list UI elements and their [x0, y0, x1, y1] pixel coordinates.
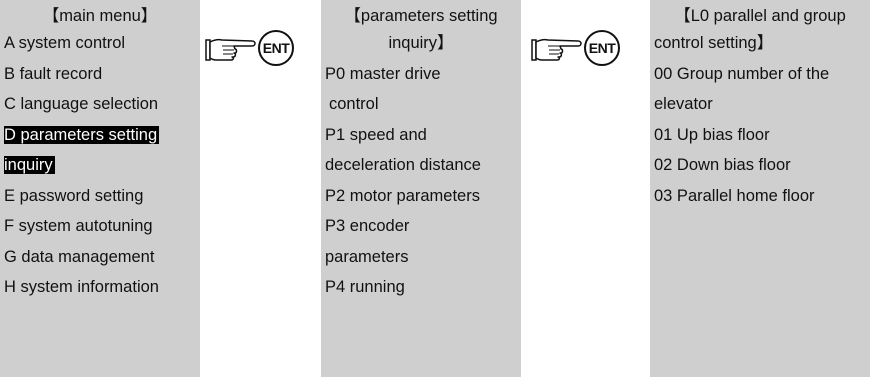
group-item-02[interactable]: 02 Down bias floor [654, 156, 791, 174]
param-item-p1[interactable]: P1 speed and [325, 126, 427, 144]
menu-item-fault-record[interactable]: B fault record [4, 65, 103, 83]
param-item-p3-cont[interactable]: parameters [325, 248, 409, 266]
group-control-title-line2: control setting】 [654, 34, 774, 52]
param-item-p0[interactable]: P0 master drive [325, 65, 441, 83]
parameters-title-line1: 【parameters setting [344, 7, 498, 25]
group-item-00-cont[interactable]: elevator [654, 95, 713, 113]
ent-key-icon: ENT [258, 30, 294, 66]
main-menu-title: 【main menu】 [42, 7, 158, 25]
menu-item-parameters-setting-line1: D parameters setting [4, 126, 160, 144]
group-control-title-line1: 【L0 parallel and group [674, 7, 846, 25]
menu-item-parameters-inquiry[interactable]: inquiry [4, 152, 55, 178]
param-item-p4[interactable]: P4 running [325, 278, 405, 296]
menu-item-system-autotuning[interactable]: F system autotuning [4, 217, 153, 235]
parameters-title-line2: inquiry】 [388, 34, 454, 52]
pointing-hand-icon [205, 38, 256, 61]
menu-item-language-selection[interactable]: C language selection [4, 95, 159, 113]
menu-item-password-setting[interactable]: E password setting [4, 187, 144, 205]
menu-item-parameters-setting-line2: inquiry [4, 156, 55, 174]
parameters-panel: 【parameters setting inquiry】 P0 master d… [321, 0, 521, 377]
param-item-p2[interactable]: P2 motor parameters [325, 187, 480, 205]
menu-item-system-information[interactable]: H system information [4, 278, 159, 296]
group-item-00[interactable]: 00 Group number of the [654, 65, 830, 83]
group-item-01[interactable]: 01 Up bias floor [654, 126, 770, 144]
param-item-p3[interactable]: P3 encoder [325, 217, 410, 235]
menu-item-parameters-setting[interactable]: D parameters setting [4, 122, 160, 148]
pointing-hand-icon [531, 38, 582, 61]
group-control-panel: 【L0 parallel and group control setting】 … [650, 0, 870, 377]
group-item-03[interactable]: 03 Parallel home floor [654, 187, 815, 205]
param-item-p1-cont[interactable]: deceleration distance [325, 156, 481, 174]
main-menu-panel: 【main menu】 A system control B fault rec… [0, 0, 200, 377]
param-item-p0-cont[interactable]: control [329, 95, 379, 113]
ent-key-icon: ENT [584, 30, 620, 66]
menu-item-data-management[interactable]: G data management [4, 248, 155, 266]
menu-item-system-control[interactable]: A system control [4, 34, 126, 52]
